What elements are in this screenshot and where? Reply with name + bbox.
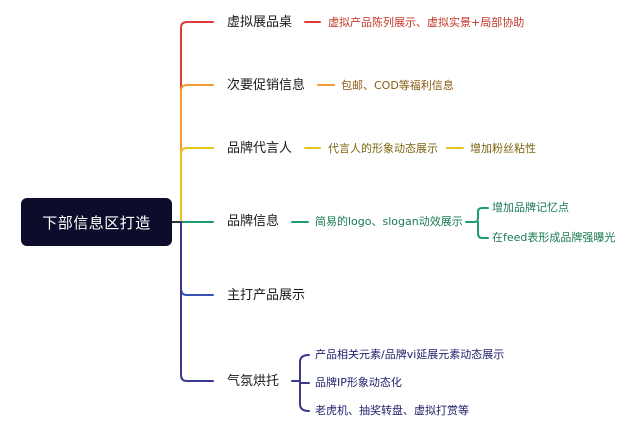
- leaf-3-1-line: [465, 207, 489, 223]
- leaf-free-shipping-cod[interactable]: 包邮、COD等福利信息: [341, 79, 454, 92]
- branch-brand-ambassador[interactable]: 品牌代言人: [227, 141, 293, 156]
- leaf-logo-slogan-animation[interactable]: 简易的logo、slogan动效展示: [315, 215, 463, 228]
- branch-4-line: [180, 221, 214, 296]
- leaf-feed-exposure[interactable]: 在feed表形成品牌强曝光: [492, 231, 616, 244]
- leaf-brand-vi-elements[interactable]: 产品相关元素/品牌vi延展元素动态展示: [315, 348, 505, 361]
- root-node[interactable]: 下部信息区打造: [21, 198, 172, 246]
- branch-5-line: [180, 221, 214, 382]
- branch-main-product-display[interactable]: 主打产品展示: [227, 288, 306, 303]
- branch-brand-info[interactable]: 品牌信息: [227, 214, 280, 229]
- root-node-label: 下部信息区打造: [42, 213, 151, 232]
- leaf-virtual-product-display[interactable]: 虚拟产品陈列展示、虚拟实景+局部协助: [328, 16, 525, 29]
- leaf-fan-stickiness[interactable]: 增加粉丝粘性: [470, 142, 536, 155]
- leaf-slot-machine-lottery[interactable]: 老虎机、抽奖转盘、虚拟打赏等: [315, 404, 469, 417]
- branch-1-line: [180, 84, 214, 223]
- branch-virtual-display-table[interactable]: 虚拟展品桌: [227, 15, 293, 30]
- branch-atmosphere[interactable]: 气氛烘托: [227, 374, 280, 389]
- branch-0-line: [180, 21, 214, 223]
- leaf-brand-memory[interactable]: 增加品牌记忆点: [492, 201, 569, 214]
- branch-2-line: [180, 147, 214, 223]
- leaf-3-2-line: [477, 221, 489, 239]
- branch-secondary-promo-info[interactable]: 次要促销信息: [227, 78, 306, 93]
- leaf-ambassador-image[interactable]: 代言人的形象动态展示: [328, 142, 438, 155]
- leaf-brand-ip-animation[interactable]: 品牌IP形象动态化: [315, 376, 402, 389]
